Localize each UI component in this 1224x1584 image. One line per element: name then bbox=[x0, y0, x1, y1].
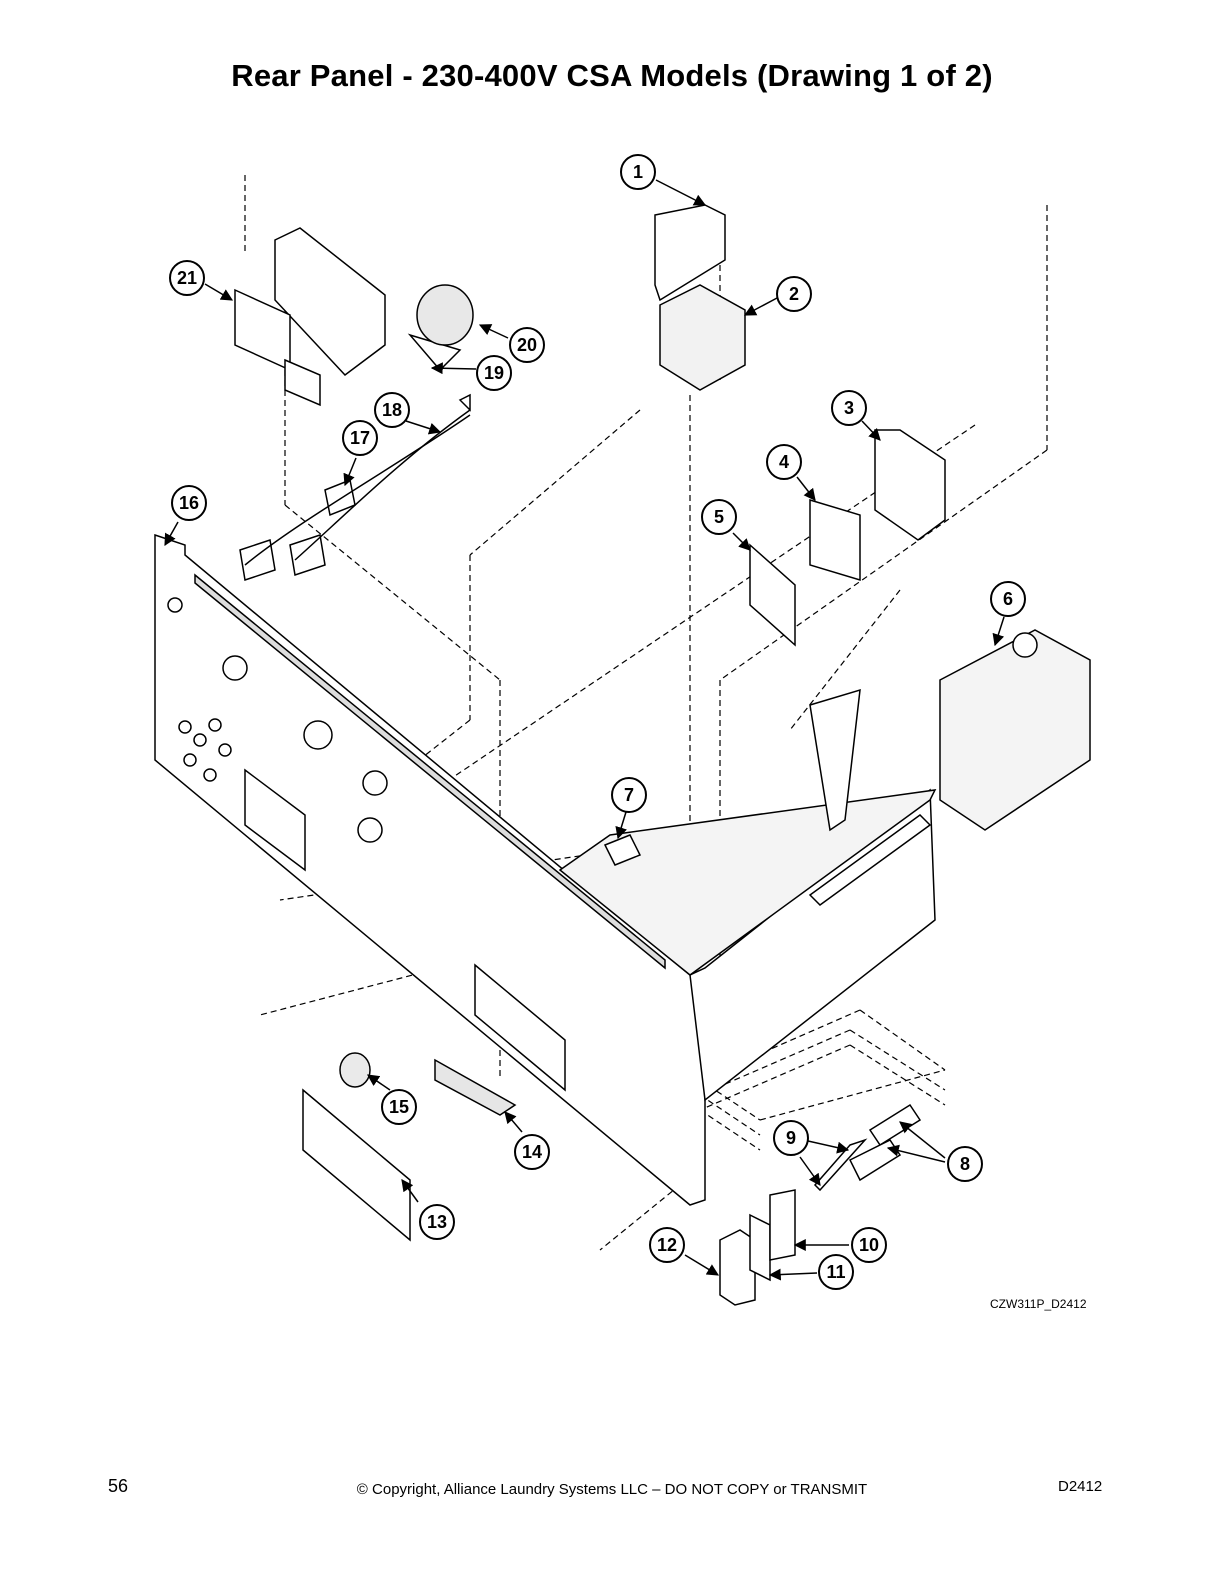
svg-text:4: 4 bbox=[779, 452, 789, 472]
svg-text:18: 18 bbox=[382, 400, 402, 420]
document-code: D2412 bbox=[1058, 1478, 1103, 1495]
callout-21: 21 bbox=[169, 260, 205, 296]
svg-text:12: 12 bbox=[657, 1235, 677, 1255]
svg-text:8: 8 bbox=[960, 1154, 970, 1174]
callout-13: 13 bbox=[419, 1204, 455, 1240]
svg-text:13: 13 bbox=[427, 1212, 447, 1232]
callout-leaders: 1 2 3 4 5 6 7 8 9 10 11 12 13 14 15 16 1… bbox=[164, 154, 1026, 1290]
callout-8: 8 bbox=[947, 1146, 983, 1182]
callout-1: 1 bbox=[620, 154, 656, 190]
callout-17: 17 bbox=[342, 420, 378, 456]
callout-5: 5 bbox=[701, 499, 737, 535]
rear-panel bbox=[154, 533, 937, 1206]
page-title: Rear Panel - 230-400V CSA Models (Drawin… bbox=[231, 58, 993, 93]
callout-20: 20 bbox=[509, 327, 545, 363]
callout-18: 18 bbox=[374, 392, 410, 428]
svg-text:7: 7 bbox=[624, 785, 634, 805]
svg-text:15: 15 bbox=[389, 1097, 409, 1117]
svg-text:1: 1 bbox=[633, 162, 643, 182]
callout-11: 11 bbox=[818, 1254, 854, 1290]
svg-text:5: 5 bbox=[714, 507, 724, 527]
callout-3: 3 bbox=[831, 390, 867, 426]
callout-2: 2 bbox=[776, 276, 812, 312]
svg-text:19: 19 bbox=[484, 363, 504, 383]
svg-text:6: 6 bbox=[1003, 589, 1013, 609]
drawing-id: CZW311P_D2412 bbox=[990, 1297, 1087, 1311]
page-number: 56 bbox=[108, 1476, 129, 1496]
svg-text:21: 21 bbox=[177, 268, 197, 288]
callout-15: 15 bbox=[381, 1089, 417, 1125]
svg-text:16: 16 bbox=[179, 493, 199, 513]
component-parts bbox=[234, 204, 1091, 1306]
callout-4: 4 bbox=[766, 444, 802, 480]
callout-6: 6 bbox=[990, 581, 1026, 617]
callout-7: 7 bbox=[611, 777, 647, 813]
svg-text:10: 10 bbox=[859, 1235, 879, 1255]
callout-16: 16 bbox=[171, 485, 207, 521]
svg-text:17: 17 bbox=[350, 428, 370, 448]
svg-text:20: 20 bbox=[517, 335, 537, 355]
svg-text:14: 14 bbox=[522, 1142, 542, 1162]
callout-14: 14 bbox=[514, 1134, 550, 1170]
svg-text:9: 9 bbox=[786, 1128, 796, 1148]
svg-text:11: 11 bbox=[826, 1262, 845, 1282]
callout-12: 12 bbox=[649, 1227, 685, 1263]
svg-text:3: 3 bbox=[844, 398, 854, 418]
callout-10: 10 bbox=[851, 1227, 887, 1263]
callout-9: 9 bbox=[773, 1120, 809, 1156]
copyright-notice: © Copyright, Alliance Laundry Systems LL… bbox=[356, 1481, 868, 1498]
callout-19: 19 bbox=[476, 355, 512, 391]
wire-harness bbox=[244, 409, 471, 566]
svg-text:2: 2 bbox=[789, 284, 799, 304]
